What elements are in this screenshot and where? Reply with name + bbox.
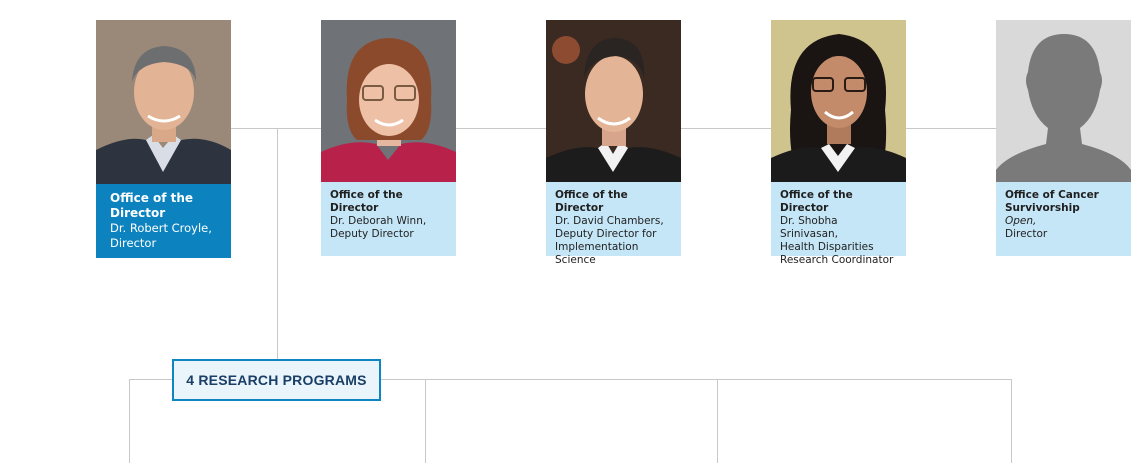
staff-card-winn[interactable]: Office of the Director Dr. Deborah Winn,… [321, 20, 456, 256]
program-branch-line-2 [425, 379, 426, 463]
person-role: Director [110, 236, 157, 250]
person-name: Dr. Deborah Winn, [330, 215, 427, 227]
person-role: Director [1005, 228, 1048, 240]
office-title: Office of Cancer [1005, 189, 1099, 201]
office-title: Director [110, 206, 166, 220]
person-role: Implementation Science [555, 241, 639, 266]
office-title: Office of the Director [555, 189, 628, 214]
person-role: Deputy Director [330, 228, 414, 240]
program-branch-line-4 [1011, 379, 1012, 463]
person-role: Health Disparities [780, 241, 874, 253]
programs-connector-line [129, 379, 1012, 380]
office-title: Office of the Director [330, 189, 403, 214]
portrait-photo [771, 20, 906, 182]
program-branch-line-1 [129, 379, 130, 463]
portrait-photo [321, 20, 456, 182]
office-title: Survivorship [1005, 202, 1080, 214]
person-role: Deputy Director for [555, 228, 657, 240]
program-branch-line-3 [717, 379, 718, 463]
staff-card-survivorship[interactable]: Office of Cancer Survivorship Open, Dire… [996, 20, 1131, 256]
portrait-photo [546, 20, 681, 182]
staff-card-croyle[interactable]: Office of the Director Dr. Robert Croyle… [96, 20, 231, 258]
staff-card-srinivasan[interactable]: Office of the Director Dr. Shobha Sriniv… [771, 20, 906, 266]
portrait-photo [96, 20, 231, 184]
person-name: Dr. Shobha Srinivasan, [780, 215, 839, 240]
research-programs-button[interactable]: 4 RESEARCH PROGRAMS [172, 359, 381, 401]
staff-card-chambers[interactable]: Office of the Director Dr. David Chamber… [546, 20, 681, 266]
person-name: Dr. Robert Croyle, [110, 221, 212, 235]
vertical-connector-line [277, 128, 278, 359]
person-name: Dr. David Chambers, [555, 215, 664, 227]
office-title: Office of the Director [780, 189, 853, 214]
placeholder-avatar-icon [996, 20, 1131, 182]
office-title: Office of the [110, 191, 194, 205]
person-name: Open, [1005, 215, 1037, 227]
person-role: Research Coordinator [780, 254, 894, 266]
